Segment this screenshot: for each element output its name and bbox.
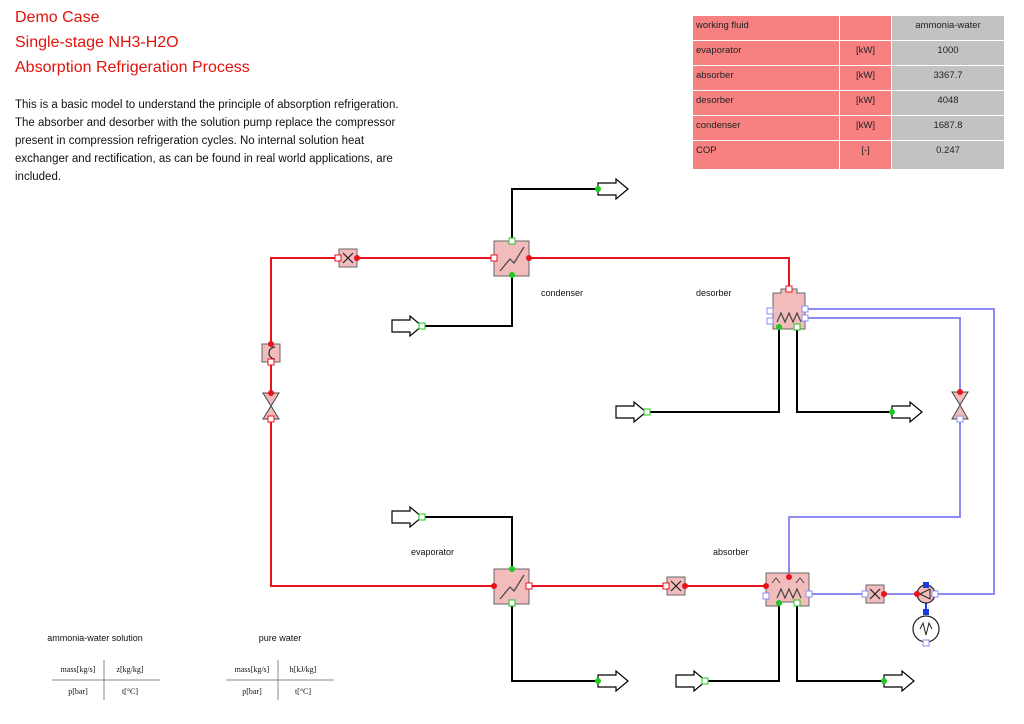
flow-arrow-icon [391,506,423,528]
desorber-label: desorber [696,288,732,298]
solution-valve-icon[interactable] [951,389,969,423]
water-legend-p: p[bar] [242,687,262,696]
solution-legend-title: ammonia-water solution [47,633,143,643]
refrigerant-line [529,257,790,289]
results-row: absorber [kW] 3367.7 [692,65,1005,91]
results-row-unit: [kW] [839,40,892,66]
results-row-value: 3367.7 [891,65,1005,91]
flow-arrow-icon [891,401,923,423]
solution-line [805,308,995,595]
results-row-label: COP [692,140,840,170]
title-line-3: Absorption Refrigeration Process [15,59,250,76]
results-header-label: working fluid [692,15,840,41]
refrigerant-line [270,419,494,587]
solution-legend: ammonia-water solution mass[kg/s] z[kg/k… [47,633,160,700]
valve-icon[interactable] [334,248,360,268]
results-row-label: evaporator [692,40,840,66]
water-ports [418,186,895,685]
motor-icon[interactable] [912,615,940,647]
water-line [647,327,780,413]
pump-icon[interactable] [914,582,939,615]
results-table: working fluid ammonia-water evaporator [… [692,15,1005,170]
absorber-unit[interactable] [762,572,813,607]
results-row-value: 0.247 [891,140,1005,170]
results-row: evaporator [kW] 1000 [692,40,1005,66]
results-row-value: 4048 [891,90,1005,116]
results-header-value: ammonia-water [891,15,1005,41]
water-legend-t: t[°C] [295,687,311,696]
results-row: COP [-] 0.247 [692,140,1005,170]
results-row-value: 1687.8 [891,115,1005,141]
title-line-1: Demo Case [15,9,100,26]
results-row: desorber [kW] 4048 [692,90,1005,116]
expansion-valve-icon[interactable] [262,390,280,423]
title-line-2: Single-stage NH3-H2O [15,34,179,51]
flow-arrow-icon [597,670,629,692]
solution-legend-mass: mass[kg/s] [61,665,96,674]
flow-arrow-icon [883,670,915,692]
water-legend-title: pure water [259,633,302,643]
evaporator-unit[interactable] [491,566,533,607]
refrigerant-lines [270,257,790,587]
water-line [422,516,513,569]
results-row-unit: [kW] [839,115,892,141]
valve-icon[interactable] [861,584,887,604]
condenser-unit[interactable] [490,237,532,278]
solution-line [788,419,961,573]
solution-lines [788,308,995,595]
flow-arrow-icon [597,178,629,200]
water-line [796,327,892,413]
solution-legend-t: t[°C] [122,687,138,696]
results-row-unit: [-] [839,140,892,170]
water-lines [422,188,892,682]
results-header-row: working fluid ammonia-water [692,15,1005,41]
results-row-unit: [kW] [839,90,892,116]
solution-legend-p: p[bar] [68,687,88,696]
water-line [511,603,598,682]
desorber-unit[interactable] [766,285,809,331]
water-line [422,275,513,327]
results-row-label: absorber [692,65,840,91]
flow-arrow-icon [391,315,423,337]
separator-icon[interactable] [261,341,281,366]
results-row: condenser [kW] 1687.8 [692,115,1005,141]
evaporator-label: evaporator [411,547,454,557]
water-line [705,603,780,682]
water-line [796,603,884,682]
condenser-label: condenser [541,288,583,298]
water-legend-h: h[kJ/kg] [290,665,317,674]
results-row-label: desorber [692,90,840,116]
water-legend: pure water mass[kg/s] h[kJ/kg] p[bar] t[… [226,633,334,700]
flow-arrow-icon [615,401,647,423]
description-text: This is a basic model to understand the … [15,99,399,183]
refrigerant-line [270,257,339,344]
valve-icon[interactable] [662,576,688,596]
absorber-label: absorber [713,547,749,557]
water-line [511,188,598,241]
solution-legend-z: z[kg/kg] [116,665,143,674]
water-legend-mass: mass[kg/s] [235,665,270,674]
solution-line [805,317,961,392]
results-row-value: 1000 [891,40,1005,66]
